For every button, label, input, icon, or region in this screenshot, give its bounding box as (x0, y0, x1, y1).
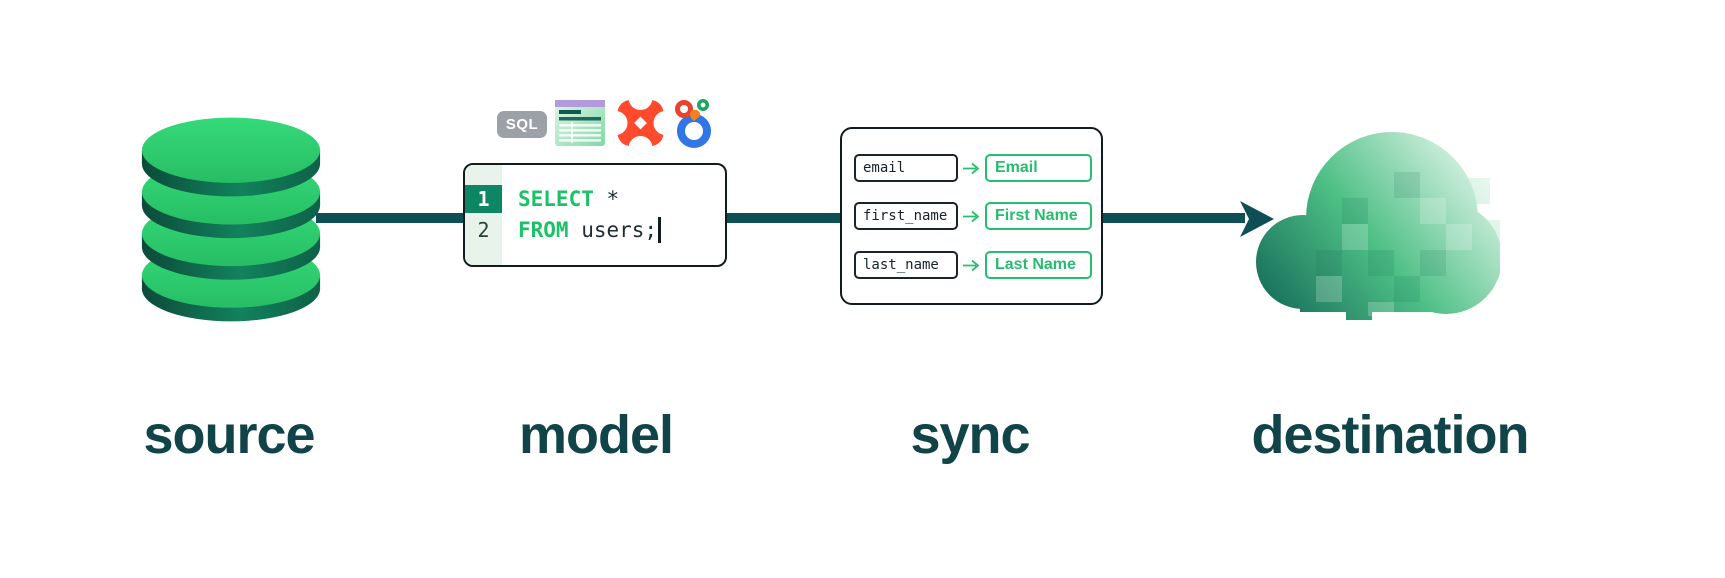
stage-label-destination: destination (1251, 405, 1529, 465)
sql-keyword: FROM (518, 218, 569, 242)
text-cursor (658, 217, 661, 243)
mapping-row: first_name First Name (842, 202, 1101, 231)
cloud-icon (1256, 132, 1500, 320)
stage-label-model: model (518, 405, 674, 465)
mapping-arrow-icon (963, 162, 980, 175)
mapping-row: email Email (842, 154, 1101, 183)
destination-field: Email (985, 154, 1092, 182)
mapping-arrow-icon (963, 259, 980, 272)
source-field: email (854, 154, 958, 182)
looker-icon (675, 99, 711, 148)
line-number: 2 (477, 218, 490, 242)
line-number: 1 (465, 185, 502, 213)
stage-label-source: source (143, 405, 315, 465)
connector-sync-destination (1103, 213, 1245, 223)
code-line: FROM users; (518, 216, 661, 244)
database-icon (141, 117, 321, 322)
sql-badge: SQL (497, 111, 547, 138)
sql-code-text: users; (568, 218, 658, 242)
spreadsheet-icon (555, 100, 605, 146)
field-mapping-box: email Email first_name First Name last_n… (840, 127, 1103, 305)
connector-source-model (316, 213, 463, 223)
sql-keyword: SELECT (518, 187, 594, 211)
destination-field: Last Name (985, 251, 1092, 279)
mapping-arrow-icon (963, 210, 980, 223)
stage-label-sync: sync (910, 405, 1030, 465)
code-line: SELECT * (518, 185, 619, 213)
line-number-gutter (465, 165, 502, 265)
destination-field: First Name (985, 202, 1092, 230)
source-field: last_name (854, 251, 958, 279)
sql-code-block: 1 2 SELECT * FROM users; (463, 163, 727, 267)
connector-model-sync (727, 213, 840, 223)
arrowhead-icon (1240, 201, 1274, 237)
source-field: first_name (854, 202, 958, 230)
sql-code-text: * (593, 187, 620, 211)
dbt-icon (614, 99, 667, 147)
mapping-row: last_name Last Name (842, 251, 1101, 280)
